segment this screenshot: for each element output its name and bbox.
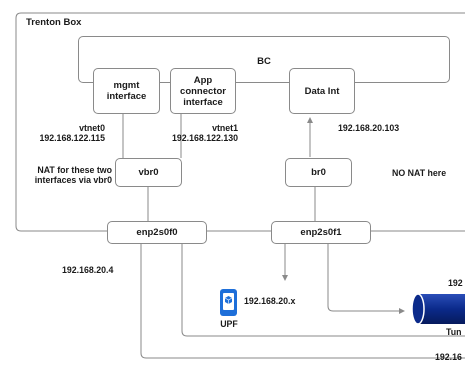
upf-label: UPF — [220, 319, 238, 329]
mgmt-interface-label: mgmt interface — [106, 80, 147, 102]
app-connector-interface-box[interactable]: App connector interface — [170, 68, 236, 114]
data-int-ip-label: 192.168.20.103 — [338, 123, 400, 133]
vbr0-label: vbr0 — [138, 167, 159, 178]
enp1-tunnel-arrow — [327, 244, 405, 314]
vbr0-box[interactable]: vbr0 — [115, 158, 182, 187]
tunnel-label: Tun — [446, 327, 462, 337]
enp2s0f1-box[interactable]: enp2s0f1 — [271, 221, 371, 244]
trenton-box-title: Trenton Box — [26, 17, 82, 28]
upf-device-icon — [220, 289, 237, 316]
upf-ip-label: 192.168.20.x — [244, 296, 296, 306]
enp2s0f0-label: enp2s0f0 — [136, 227, 178, 238]
right-ip-top-label: 192 — [448, 278, 463, 288]
data-int-label: Data Int — [304, 85, 340, 97]
bc-label: BC — [257, 56, 271, 67]
data-int-box[interactable]: Data Int — [289, 68, 355, 114]
no-nat-label: NO NAT here — [392, 168, 447, 178]
enp2s0f0-ip-label: 192.168.20.4 — [62, 265, 114, 275]
outer-loop-line — [140, 232, 465, 359]
tunnel-icon — [411, 293, 465, 325]
mgmt-interface-box[interactable]: mgmt interface — [93, 68, 160, 114]
enp2s0f1-label: enp2s0f1 — [300, 227, 342, 238]
app-connector-interface-label: App connector interface — [180, 74, 226, 108]
vtnet1-label: vtnet1 192.168.122.130 — [171, 123, 238, 143]
vtnet0-label: vtnet0 192.168.122.115 — [39, 123, 105, 143]
nat-note-label: NAT for these two interfaces via vbr0 — [34, 165, 112, 185]
right-ip-bottom-label: 192.16 — [435, 352, 462, 362]
inner-loop-line — [181, 244, 465, 337]
br0-label: br0 — [311, 167, 326, 178]
trenton-box-outline — [15, 12, 465, 232]
br0-box[interactable]: br0 — [285, 158, 352, 187]
enp2s0f0-box[interactable]: enp2s0f0 — [107, 221, 207, 244]
